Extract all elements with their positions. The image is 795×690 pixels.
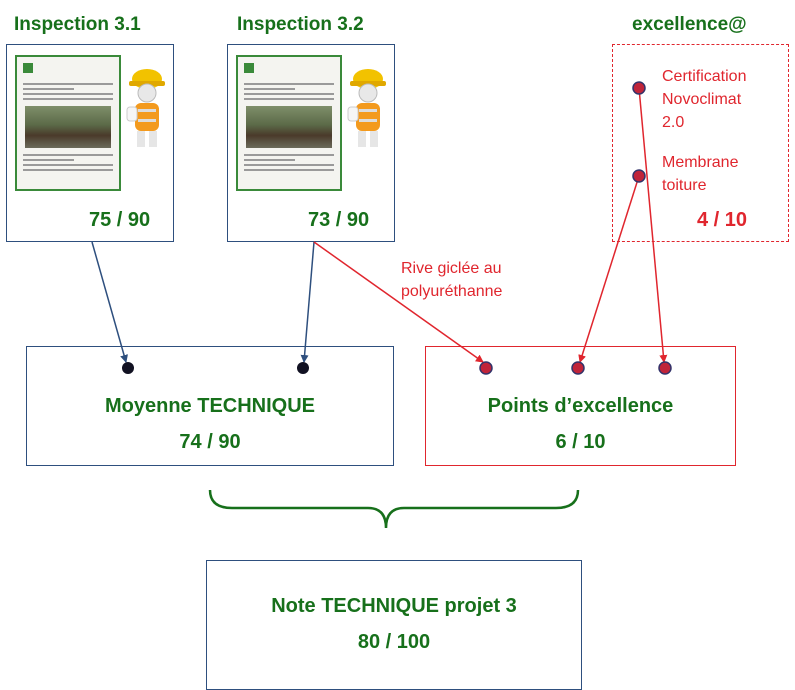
dot-average-2 — [297, 362, 309, 374]
excellence-score: 4 / 10 — [697, 209, 748, 231]
dot-excellence-1 — [479, 361, 493, 375]
arrow-membrane — [578, 175, 640, 363]
technical-average-title: Moyenne TECHNIQUE — [104, 395, 316, 417]
inspection-2-score: 73 / 90 — [308, 209, 370, 231]
grouping-brace — [208, 489, 580, 529]
inspection-2-title: Inspection 3.2 — [237, 14, 364, 35]
arrow-rive-giclee — [313, 241, 484, 363]
excellence-item-membrane: Membrane toiture — [662, 154, 739, 194]
inspection-1-box: 75 / 90 — [6, 44, 174, 242]
arrow-inspection-2 — [300, 241, 315, 363]
excellence-points-score: 6 / 10 — [555, 431, 606, 453]
dot-certification — [632, 81, 646, 95]
technical-average-box: Moyenne TECHNIQUE 74 / 90 — [26, 346, 394, 466]
construction-worker-icon — [346, 63, 390, 151]
final-score: 80 / 100 — [357, 631, 431, 653]
dot-membrane — [632, 169, 646, 183]
construction-worker-icon — [125, 63, 169, 151]
inspection-report-thumbnail — [236, 55, 342, 191]
inspection-1-score: 75 / 90 — [89, 209, 151, 231]
arrow-inspection-1 — [91, 241, 128, 363]
inspection-1-title: Inspection 3.1 — [14, 14, 141, 35]
dot-average-1 — [122, 362, 134, 374]
annotation-rive: Rive giclée au polyuréthanne — [401, 260, 503, 300]
excellence-title: excellence@ — [632, 14, 747, 35]
technical-average-score: 74 / 90 — [179, 431, 241, 453]
excellence-box: Certification Novoclimat 2.0 Membrane to… — [612, 44, 789, 242]
inspection-2-box: 73 / 90 — [227, 44, 395, 242]
excellence-points-title: Points d’excellence — [487, 395, 674, 417]
final-title: Note TECHNIQUE projet 3 — [271, 595, 517, 617]
excellence-item-certification: Certification Novoclimat 2.0 — [662, 68, 747, 131]
dot-excellence-3 — [658, 361, 672, 375]
dot-excellence-2 — [571, 361, 585, 375]
final-score-box: Note TECHNIQUE projet 3 80 / 100 — [206, 560, 582, 690]
arrow-certification — [638, 87, 668, 363]
inspection-report-thumbnail — [15, 55, 121, 191]
